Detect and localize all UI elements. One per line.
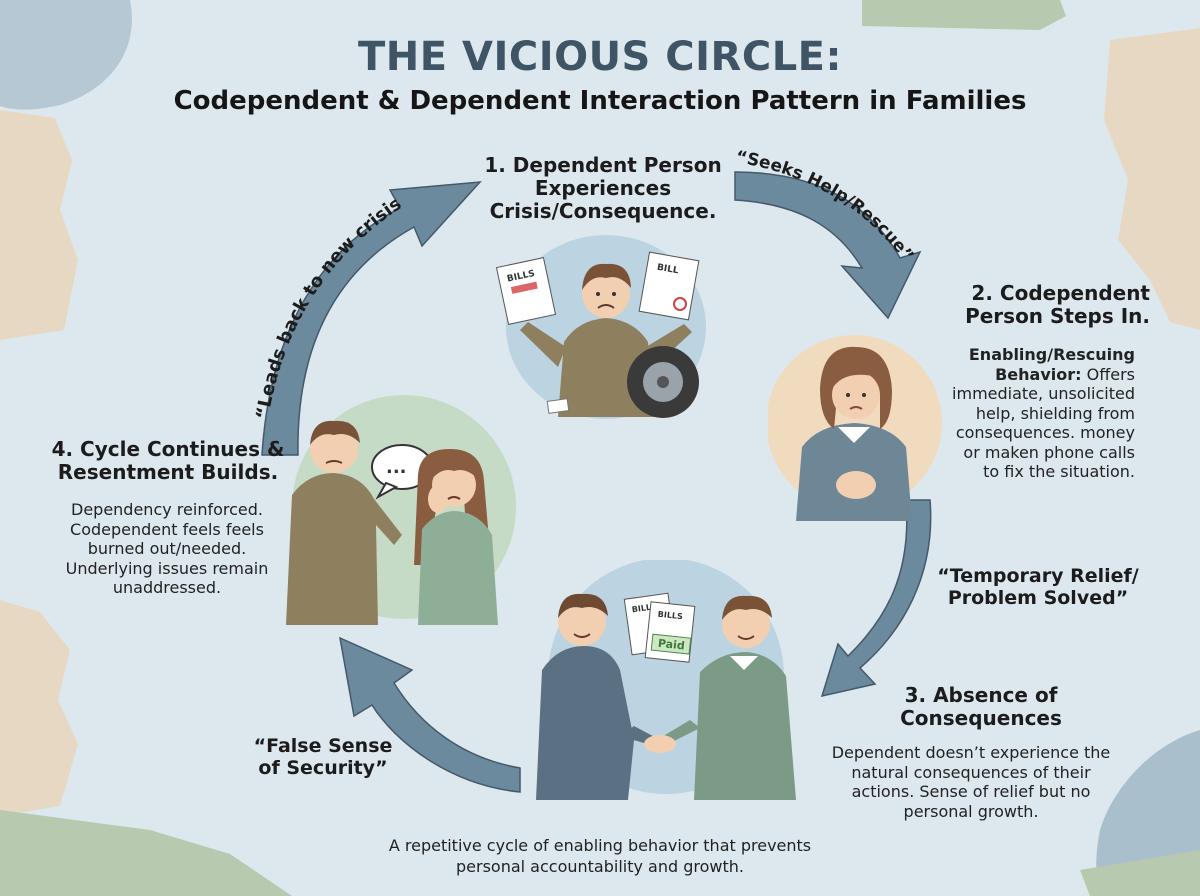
step-2-description: Enabling/Rescuing Behavior: Offers immed… [945,345,1135,482]
codependent-man [694,595,796,800]
torn-paper-left-top [0,110,78,340]
step-2-description-lead: Enabling/Rescuing Behavior: [968,345,1135,384]
collar [838,427,870,443]
handshake [620,720,700,753]
illustration-rescuer [768,335,942,521]
svg-text:BILL: BILL [656,263,679,277]
step-3-title: 3. Absence of Consequences [900,683,1062,730]
left-arm [520,322,566,367]
illustration-crisis: BILLS BILL [495,235,706,419]
clasped-hands [836,471,876,499]
step-2-title: 2. Codependent Person Steps In. [965,281,1150,328]
step-4-title: 4. Cycle Continues & Resentment Builds. [51,437,285,484]
worried-mouth [597,304,615,309]
step-2-description-text: Offers immediate, unsolicited help, shie… [952,364,1135,482]
diagram-title: THE VICIOUS CIRCLE: [357,34,842,80]
illustration-resentment: ... [286,395,516,625]
torn-paper-top-right [862,0,1066,30]
torn-paper-bottom-left [0,810,292,896]
illustration-handshake: BILLS BILLS Paid [536,560,796,800]
paid-bills: BILLS BILLS Paid [623,592,696,663]
transition-label-seeks-help: “Seeks Help/Rescue” [734,147,917,266]
diagram-subtitle: Codependent & Dependent Interaction Patt… [173,86,1027,116]
sweater [694,652,796,800]
head [582,270,630,318]
step-3-description: Dependent doesn’t experience the natural… [831,743,1111,821]
svg-text:BILLS: BILLS [657,610,683,622]
head [558,598,606,646]
distressed-woman [414,449,498,625]
svg-text:Paid: Paid [657,637,685,653]
bill-right: BILL [638,251,700,321]
hoodie [536,646,634,800]
sweater [418,511,498,625]
torn-paper-bottom-right [1080,850,1200,896]
hair [820,346,892,429]
dependent-man [286,420,402,625]
diagram-caption: A repetitive cycle of enabling behavior … [388,836,812,876]
bill-left: BILLS [495,257,557,325]
arrow-2-to-3 [820,499,932,698]
transition-label-temporary-relief: “Temporary Relief/ Problem Solved” [937,565,1139,609]
transition-label-false-security: “False Sense of Security” [253,735,393,779]
hand-on-face [428,485,448,513]
dependent-man [536,593,634,800]
head [722,600,770,648]
arrow-1-to-2 [734,171,922,320]
torn-paper-left-bottom [0,600,78,816]
hair [582,263,631,290]
step-1-title: 1. Dependent Person Experiences Crisis/C… [484,153,722,223]
hoodie [286,473,402,625]
step-4-description: Dependency reinforced. Codependent feels… [65,500,269,598]
head [832,371,880,419]
head [310,425,358,473]
flat-tire [627,346,699,418]
speech-bubble-text: ... [386,457,407,478]
